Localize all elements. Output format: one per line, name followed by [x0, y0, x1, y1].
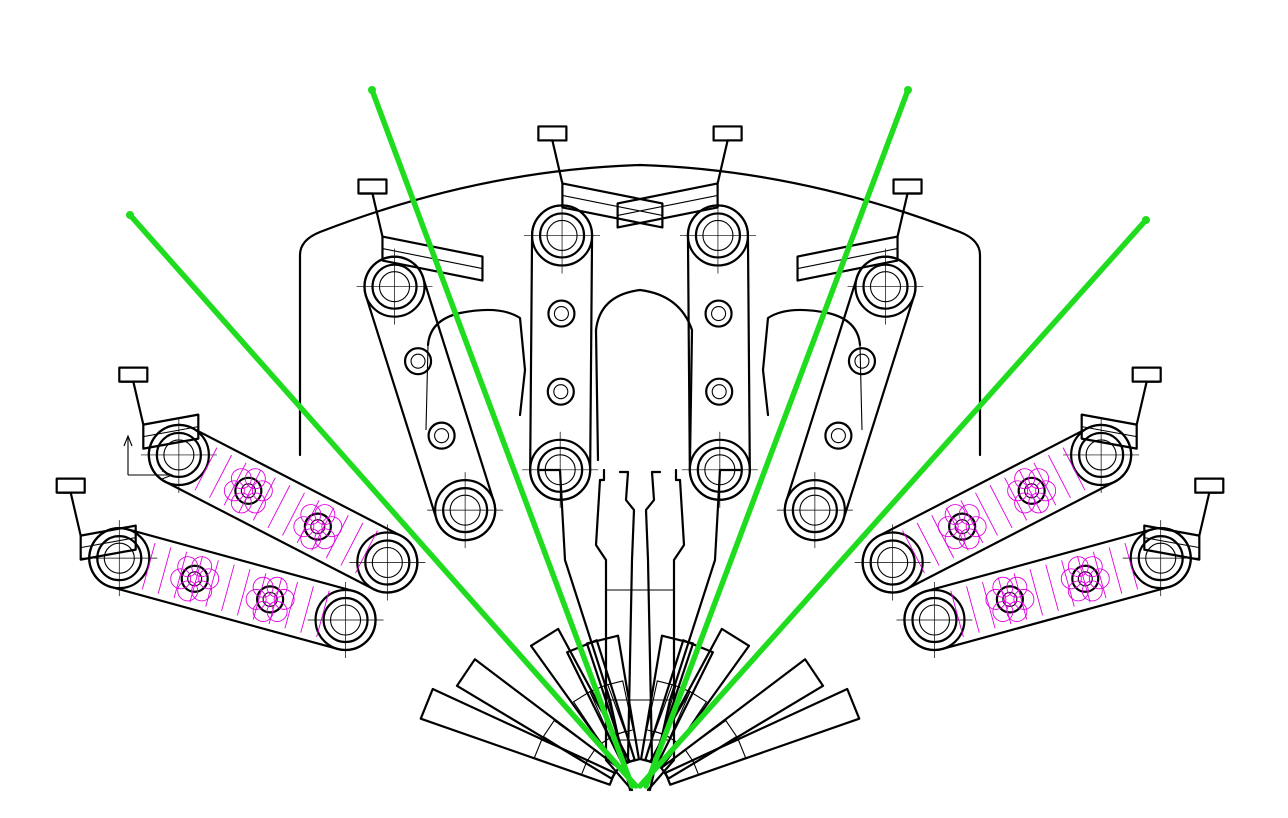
link-bar: [529, 204, 594, 501]
bolt: [547, 299, 576, 328]
blade-shank: [419, 687, 616, 786]
beam-tip: [368, 86, 376, 94]
beam-tip: [904, 86, 912, 94]
beam-line: [127, 212, 639, 789]
blade-shank: [566, 639, 636, 766]
arm-assembly-3: [356, 178, 631, 770]
blade-slot: [691, 739, 747, 776]
bracket: [57, 491, 82, 537]
bolt: [824, 421, 853, 450]
cylinder: [561, 182, 664, 229]
gripper-head: [357, 178, 388, 195]
blade-shank: [644, 639, 714, 766]
gripper-head: [55, 477, 86, 494]
bolt: [1071, 564, 1100, 593]
cylinder: [381, 235, 484, 282]
arm-assembly-8: [664, 477, 1225, 786]
bolt: [847, 347, 877, 376]
bolt: [403, 347, 433, 376]
gripper-head: [118, 366, 149, 383]
arm-assembly-4: [649, 178, 924, 770]
cylinder: [616, 182, 719, 229]
beam-tip: [126, 211, 134, 219]
gripper-head: [1131, 366, 1162, 383]
gripper-head: [537, 125, 568, 142]
link-bar: [686, 204, 751, 501]
cylinder: [1143, 524, 1201, 561]
bolt: [180, 564, 209, 593]
arm-assembly-10: [644, 639, 714, 766]
beam-line: [369, 87, 635, 789]
beam-line: [637, 217, 1149, 789]
bracket: [1135, 380, 1160, 426]
bolt: [1017, 476, 1046, 505]
bolt: [256, 585, 285, 614]
blade-slot: [654, 683, 691, 739]
bolt: [705, 377, 734, 406]
link-bar: [363, 255, 497, 542]
cylinder: [796, 235, 899, 282]
bolt: [546, 377, 575, 406]
bolt: [427, 421, 456, 450]
cylinder: [79, 524, 137, 561]
center-blade-stack: [538, 468, 742, 792]
blade-slot: [684, 719, 738, 764]
blade-slot: [533, 739, 589, 776]
bolt: [303, 512, 332, 541]
gripper-head: [892, 178, 923, 195]
bolt: [234, 476, 263, 505]
back-plate: [298, 163, 982, 462]
bracket: [120, 380, 145, 426]
blade-slot: [542, 719, 596, 764]
arm-assemblies: [55, 125, 1225, 786]
arm-assembly-7: [55, 477, 616, 786]
cylinder: [142, 413, 200, 450]
bracket: [539, 139, 564, 185]
cylinder: [1080, 413, 1138, 450]
gripper-head: [1194, 477, 1225, 494]
blade-shank: [664, 687, 861, 786]
bolt: [704, 299, 733, 328]
beam-line: [643, 87, 911, 789]
beam-lines: [126, 86, 1150, 789]
bolt: [948, 512, 977, 541]
bolt: [995, 585, 1024, 614]
gripper-head: [712, 125, 743, 142]
arm-assembly-5: [118, 366, 620, 780]
bracket: [716, 139, 741, 185]
beam-tip: [1142, 216, 1150, 224]
bracket: [1198, 491, 1223, 537]
